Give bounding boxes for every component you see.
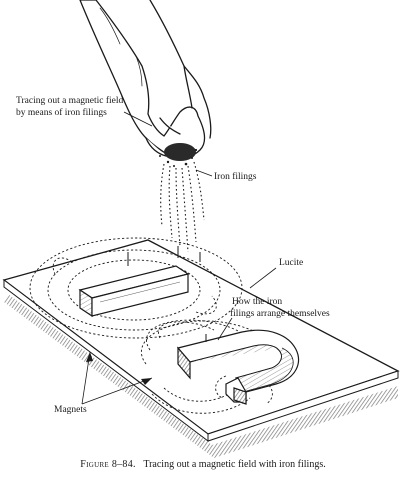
- hand-icon: [79, 0, 212, 159]
- tracing-label-line1: Tracing out a magnetic field: [16, 96, 124, 106]
- iron-filings-stream-icon: [160, 161, 205, 253]
- arrangement-label: How the iron filings arrange themselves: [230, 297, 330, 320]
- figure-caption: Figure 8–84. Tracing out a magnetic fiel…: [0, 459, 406, 470]
- bar-magnet-field-lines: [29, 237, 243, 339]
- filings-pinch: [159, 143, 198, 167]
- leader-lines: [81, 111, 277, 405]
- filings-scatter: [127, 246, 207, 342]
- horseshoe-magnet-icon: [176, 329, 300, 405]
- arrangement-label-line2: filings arrange themselves: [230, 308, 330, 319]
- arrangement-label-line1: How the iron: [232, 297, 283, 307]
- tracing-label-line2: by means of iron filings: [16, 107, 107, 118]
- caption-text: Tracing out a magnetic field with iron f…: [143, 459, 326, 470]
- figure-number: Figure 8–84.: [80, 459, 136, 470]
- iron-filings-label: Iron filings: [214, 172, 257, 182]
- lucite-label: Lucite: [279, 258, 304, 268]
- bar-magnet-icon: [78, 265, 190, 318]
- magnets-label: Magnets: [54, 405, 87, 415]
- tracing-label: Tracing out a magnetic field by means of…: [16, 96, 123, 119]
